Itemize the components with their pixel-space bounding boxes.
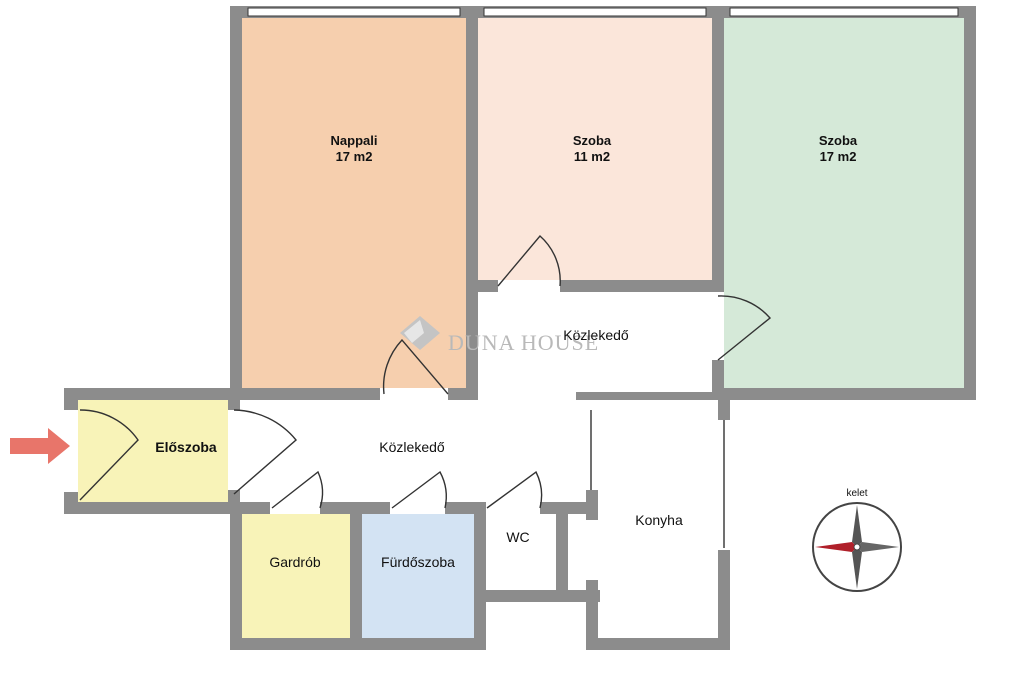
label-furdoszoba: Fürdőszoba [381,554,455,570]
door-szoba1 [497,234,561,287]
door-nappali [382,338,449,395]
compass-center-icon [853,543,861,551]
label-nappali-area: 17 m2 [336,149,373,164]
window-nappali [247,7,461,17]
room-furdoszoba-fill [362,514,474,638]
label-kozlekedo-upper: Közlekedő [563,327,629,343]
watermark-logo: DUNA HOUSE [400,316,599,355]
entrance-arrow-icon [10,428,70,464]
label-kozlekedo-lower: Közlekedő [379,439,445,455]
door-gardrob [271,470,324,509]
compass-needle-west-icon [815,542,857,552]
door-szoba2 [717,295,772,361]
windows [247,7,959,17]
compass-needle-south-icon [852,547,862,589]
room-eloszoba-fill [78,400,228,502]
window-szoba2 [729,7,959,17]
door-eloszoba [233,409,297,495]
door-furdoszoba [391,470,447,509]
window-szoba1 [483,7,707,17]
compass-needle-east-icon [857,542,899,552]
room-gardrob-fill [242,514,350,638]
label-nappali-name: Nappali [331,133,378,148]
label-wc: WC [506,529,529,545]
room-labels: Nappali 17 m2 Szoba 11 m2 Szoba 17 m2 Kö… [155,133,858,570]
label-szoba1-area: 11 m2 [574,149,610,164]
label-szoba2-name: Szoba [819,133,858,148]
door-entrance [79,409,139,501]
room-fills [78,18,964,638]
room-szoba1-fill [478,18,712,280]
compass: kelet [812,488,902,592]
label-konyha: Konyha [635,512,683,528]
compass-ring-icon [812,502,902,592]
label-eloszoba: Előszoba [155,439,217,455]
compass-needle-north-icon [852,505,862,547]
door-wc [486,470,543,509]
watermark-text: DUNA HOUSE [448,330,599,355]
compass-label: kelet [846,488,867,499]
room-szoba2-fill [724,18,964,388]
label-szoba2-area: 17 m2 [820,149,857,164]
doors [79,234,772,548]
label-szoba1-name: Szoba [573,133,612,148]
label-gardrob: Gardrób [269,554,321,570]
